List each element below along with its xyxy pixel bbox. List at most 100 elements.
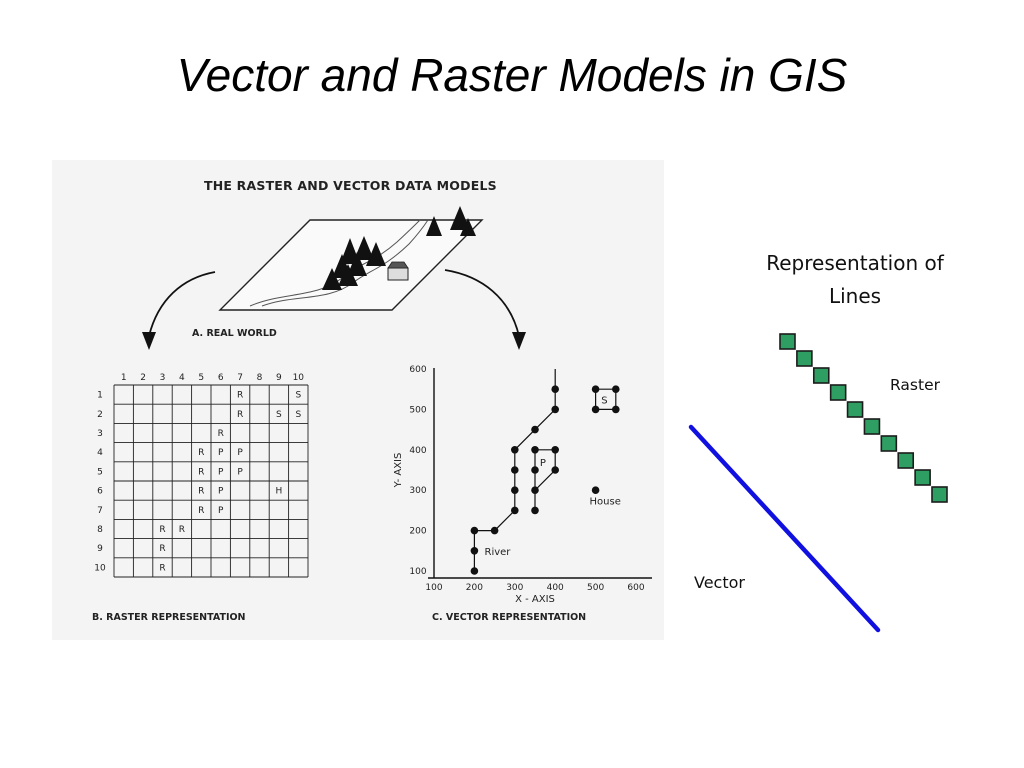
vector-line xyxy=(688,424,881,633)
river-vertex xyxy=(511,506,519,515)
house-label: House xyxy=(590,496,621,507)
x-tick-label: 200 xyxy=(466,583,483,593)
row-number: 1 xyxy=(97,391,103,401)
arrow-to-vector xyxy=(444,269,520,337)
raster-cell-code: P xyxy=(237,467,243,477)
lines-representation-title: Representation of Lines xyxy=(766,251,944,308)
arrow-to-raster xyxy=(148,271,216,337)
slide-title: Vector and Raster Models in GIS xyxy=(176,49,848,101)
row-number: 7 xyxy=(97,506,103,516)
raster-cell xyxy=(829,384,847,401)
river-vertex xyxy=(551,405,559,414)
park-vertex xyxy=(551,446,559,454)
y-tick-label: 100 xyxy=(409,567,426,577)
data-models-figure: THE RASTER AND VECTOR DATA MODELS A. R xyxy=(52,160,664,640)
raster-cell-code: R xyxy=(198,506,204,516)
river-vertex xyxy=(470,526,479,535)
tree-pair xyxy=(426,206,476,236)
raster-cell xyxy=(880,435,898,452)
school-label: S xyxy=(601,395,607,406)
real-world-illustration xyxy=(142,206,526,350)
raster-cell-code: R xyxy=(159,563,165,573)
column-number: 2 xyxy=(140,373,146,383)
park-vertex xyxy=(531,506,539,515)
row-number: 4 xyxy=(97,448,103,458)
house-point xyxy=(591,486,600,495)
x-tick-label: 400 xyxy=(547,583,564,593)
raster-cell-code: R xyxy=(159,544,165,554)
river-vertex xyxy=(551,385,559,393)
row-number: 2 xyxy=(97,410,103,420)
y-tick-label: 400 xyxy=(409,446,426,456)
column-number: 4 xyxy=(179,373,185,383)
real-world-caption: A. REAL WORLD xyxy=(192,328,277,339)
raster-cell xyxy=(931,486,948,503)
column-number: 3 xyxy=(160,373,166,383)
vector-label: Vector xyxy=(694,573,745,592)
column-number: 8 xyxy=(257,373,263,383)
raster-cell-code: S xyxy=(276,410,282,420)
raster-cell-code: P xyxy=(218,448,224,458)
raster-cell-code: R xyxy=(159,525,165,535)
x-tick-label: 600 xyxy=(627,583,644,593)
column-number: 10 xyxy=(293,373,305,383)
raster-cell-code: S xyxy=(295,391,301,401)
raster-cell xyxy=(812,367,830,384)
raster-cell xyxy=(863,418,881,435)
row-number: 9 xyxy=(97,544,103,554)
raster-label: Raster xyxy=(890,376,940,394)
raster-cell-code: P xyxy=(218,487,224,497)
raster-cell-code: S xyxy=(295,410,301,420)
river-vertex xyxy=(531,425,539,434)
river-vertex xyxy=(511,446,519,454)
x-axis-label: X - AXIS xyxy=(515,594,555,605)
row-number: 6 xyxy=(97,487,103,497)
x-tick-label: 100 xyxy=(425,583,442,593)
y-tick-label: 600 xyxy=(409,365,426,375)
river-label: River xyxy=(485,547,512,558)
raster-caption: B. RASTER REPRESENTATION xyxy=(92,612,246,623)
row-number: 3 xyxy=(97,429,103,439)
column-number: 1 xyxy=(121,373,127,383)
row-number: 10 xyxy=(94,563,106,573)
raster-cell-code: R xyxy=(237,410,243,420)
river-vertex xyxy=(511,486,519,495)
tree-cluster xyxy=(322,236,386,290)
raster-cell xyxy=(796,350,813,367)
raster-cell-code: P xyxy=(237,448,243,458)
column-number: 6 xyxy=(218,373,224,383)
row-number: 5 xyxy=(97,467,103,477)
column-number: 9 xyxy=(276,373,282,383)
raster-cell-code: R xyxy=(237,391,243,401)
school-vertex xyxy=(591,405,600,414)
river-vertex xyxy=(511,466,519,474)
raster-cell xyxy=(897,452,915,469)
raster-cell-code: H xyxy=(276,487,283,497)
raster-cell xyxy=(914,469,931,486)
raster-cell-code: P xyxy=(218,467,224,477)
raster-cell-code: R xyxy=(198,448,204,458)
raster-cell xyxy=(779,333,796,350)
raster-cell-code: R xyxy=(198,467,204,477)
raster-cell-code: R xyxy=(179,525,185,535)
column-number: 7 xyxy=(237,373,243,383)
raster-cell xyxy=(846,401,864,418)
river-vertex xyxy=(470,547,479,555)
house-icon xyxy=(387,261,409,281)
park-vertex xyxy=(531,446,539,454)
school-vertex xyxy=(612,405,620,414)
school-vertex xyxy=(591,385,600,393)
park-label: P xyxy=(540,458,546,469)
river-vertex xyxy=(490,526,499,535)
park-vertex xyxy=(531,486,539,495)
park-vertex xyxy=(531,466,539,474)
river-bank-right xyxy=(261,219,429,307)
y-tick-label: 300 xyxy=(409,486,426,496)
x-tick-label: 500 xyxy=(587,583,604,593)
row-number: 8 xyxy=(97,525,103,535)
y-axis-label: Y- AXIS xyxy=(393,453,404,489)
school-vertex xyxy=(612,385,620,393)
park-vertex xyxy=(551,466,559,474)
